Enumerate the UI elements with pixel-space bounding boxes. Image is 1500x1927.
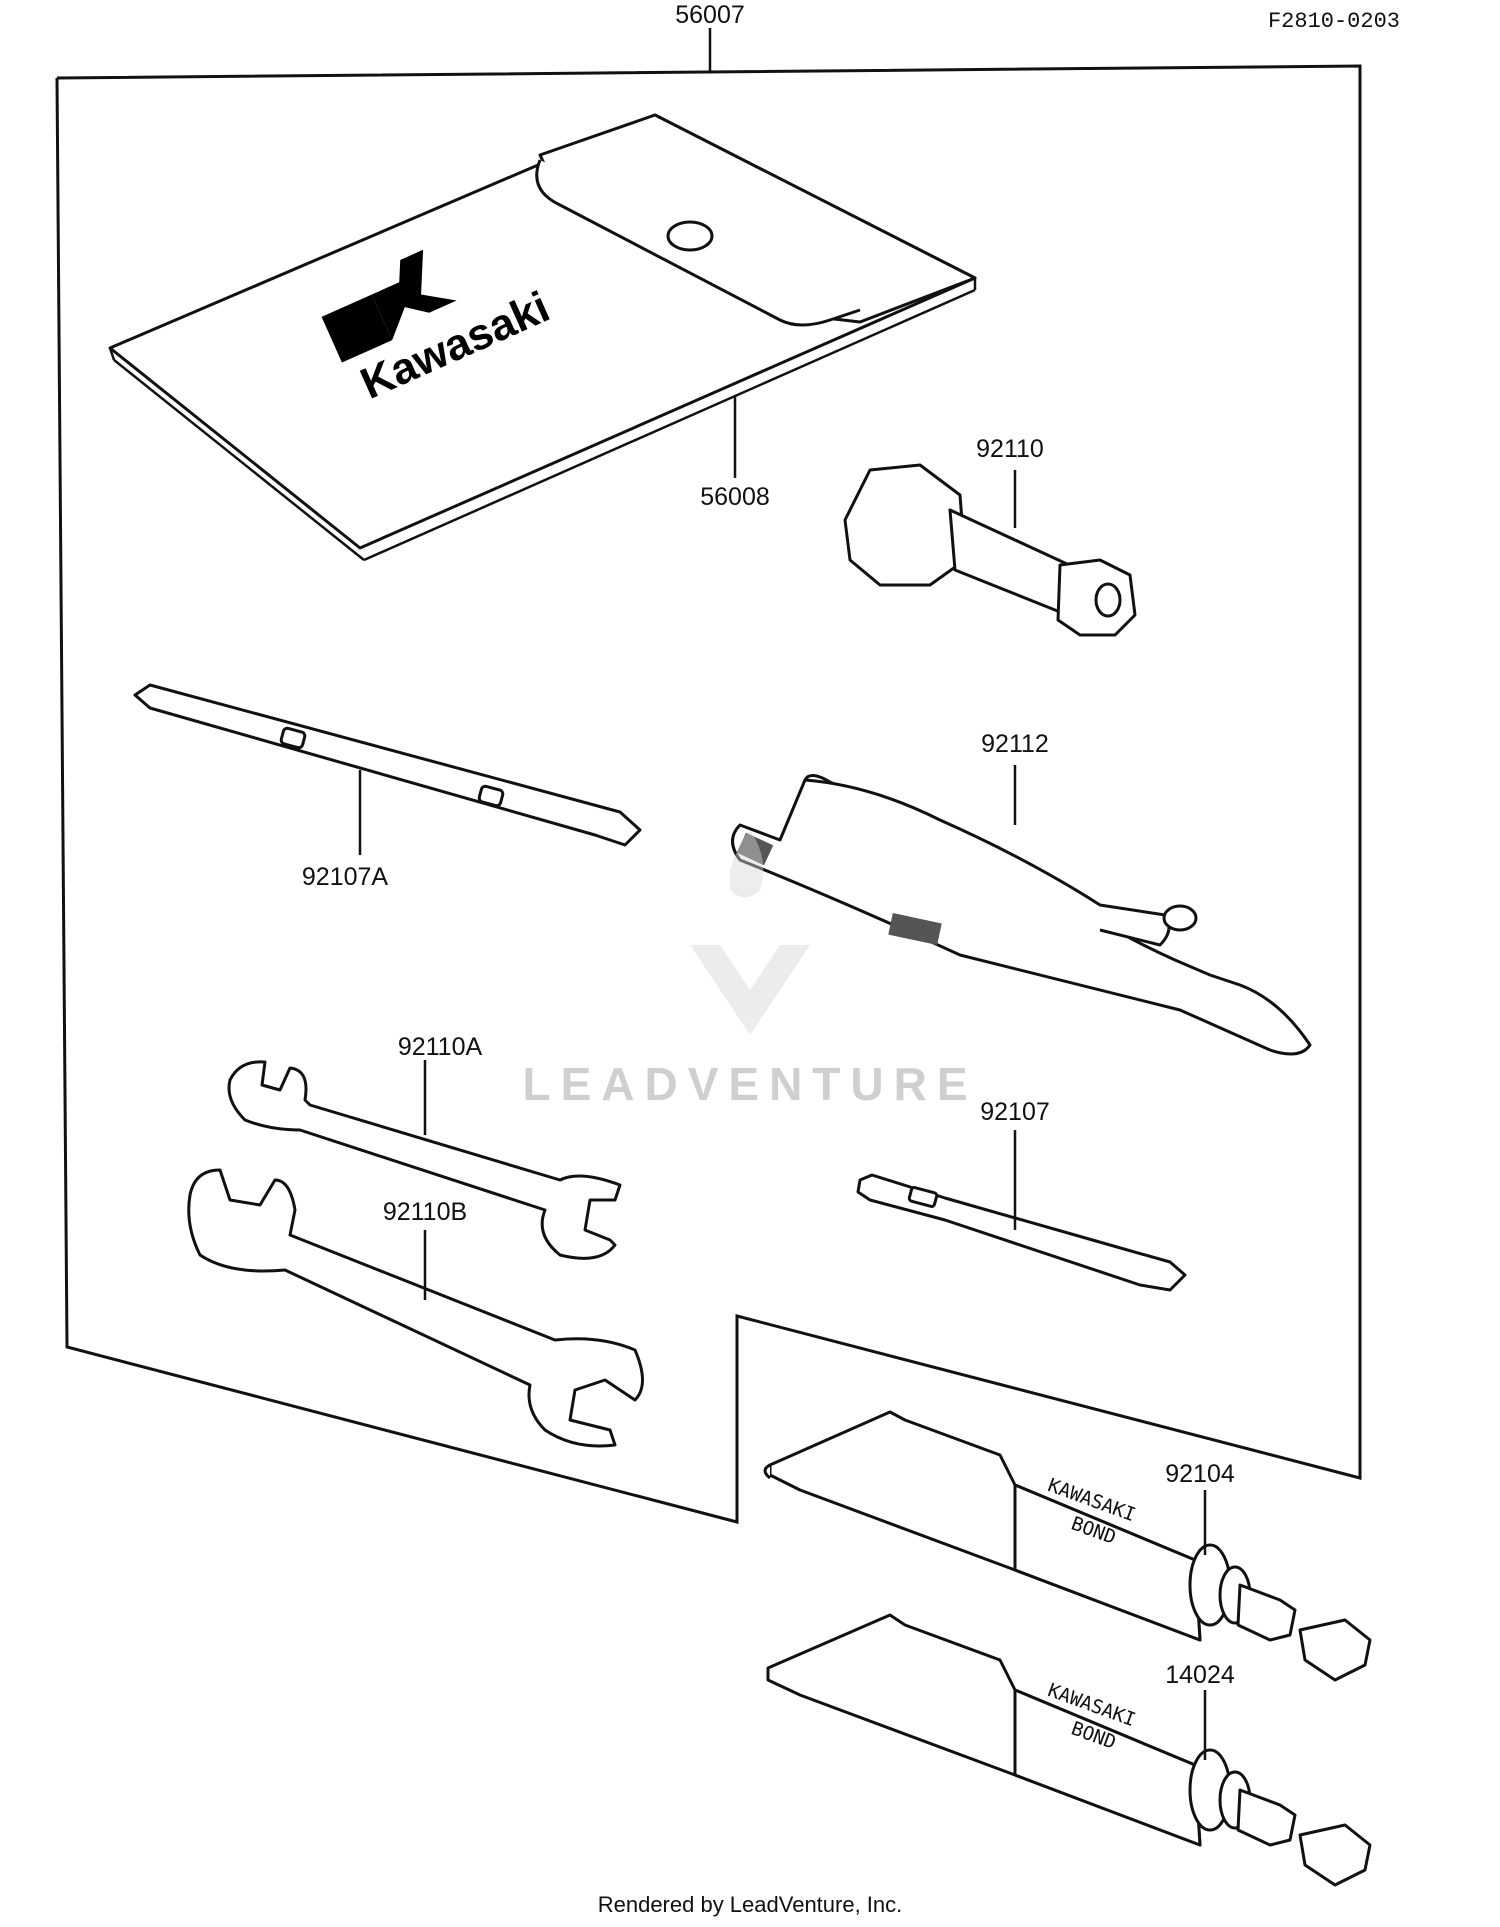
- footer-credit: Rendered by LeadVenture, Inc.: [598, 1892, 903, 1917]
- callout-92112: 92112: [981, 730, 1049, 758]
- spark-plug-wrench: [843, 463, 1137, 637]
- callout-14024: 14024: [1165, 1661, 1235, 1689]
- callout-92107A: 92107A: [302, 863, 389, 891]
- callout-56007: 56007: [675, 1, 745, 29]
- reference-code: F2810-0203: [1268, 9, 1400, 34]
- open-end-wrench-b: [187, 1168, 644, 1448]
- bond-tube-2: KAWASAKI BOND: [766, 1613, 1372, 1887]
- open-end-wrench-a: [227, 1060, 622, 1260]
- tool-pouch: [108, 113, 977, 562]
- callout-92110: 92110: [976, 435, 1044, 463]
- callout-92110B: 92110B: [383, 1198, 467, 1226]
- callout-92104: 92104: [1165, 1460, 1235, 1488]
- watermark-text: LEADVENTURE: [522, 1058, 977, 1110]
- callout-92110A: 92110A: [398, 1033, 483, 1061]
- screwdriver-handle: [856, 1173, 1187, 1292]
- pliers: [731, 774, 1312, 1056]
- screwdriver-blade: [133, 683, 642, 847]
- callout-92107: 92107: [980, 1098, 1050, 1126]
- callout-56008: 56008: [700, 483, 770, 511]
- watermark-logo: [690, 830, 810, 1035]
- kit-boundary: [55, 28, 1362, 1524]
- bond-tube-1: KAWASAKI BOND: [763, 1410, 1372, 1682]
